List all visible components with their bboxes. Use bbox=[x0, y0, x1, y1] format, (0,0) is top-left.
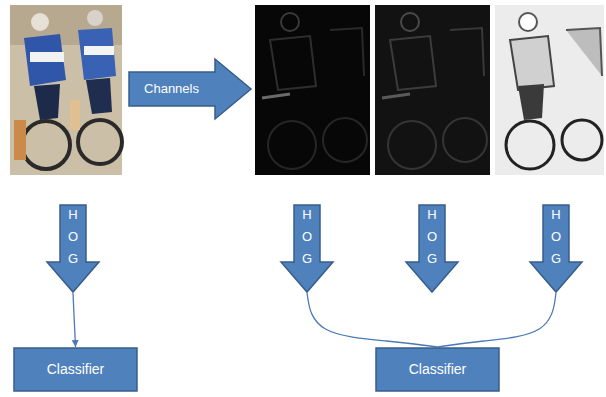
node-fill bbox=[281, 205, 333, 292]
hog-letters: H O G bbox=[550, 204, 563, 270]
channel-image bbox=[495, 5, 604, 175]
node-label: Classifier bbox=[409, 361, 467, 378]
hog-arrow: H O G bbox=[46, 204, 100, 293]
node-fill bbox=[129, 59, 251, 119]
connector bbox=[307, 293, 438, 347]
node-fill bbox=[530, 205, 582, 292]
hog-arrow: H O G bbox=[529, 204, 583, 293]
node-fill bbox=[406, 205, 458, 292]
connector bbox=[73, 293, 76, 347]
classifier-box: Classifier bbox=[13, 347, 138, 392]
node-fill bbox=[376, 348, 499, 391]
hog-letters: H O G bbox=[301, 204, 314, 270]
hog-arrow: H O G bbox=[405, 204, 459, 293]
node-label: Classifier bbox=[47, 361, 105, 378]
node-label: Channels bbox=[144, 81, 199, 97]
block-arrow: Channels bbox=[128, 58, 252, 120]
classifier-box: Classifier bbox=[375, 347, 500, 392]
hog-letters: H O G bbox=[67, 204, 80, 270]
node-fill bbox=[14, 348, 137, 391]
channel-image bbox=[375, 5, 490, 175]
channel-image bbox=[255, 5, 370, 175]
connector bbox=[438, 293, 557, 347]
hog-letters: H O G bbox=[426, 204, 439, 270]
cyclist-photo bbox=[10, 5, 122, 175]
node-fill bbox=[47, 205, 99, 292]
hog-arrow: H O G bbox=[280, 204, 334, 293]
